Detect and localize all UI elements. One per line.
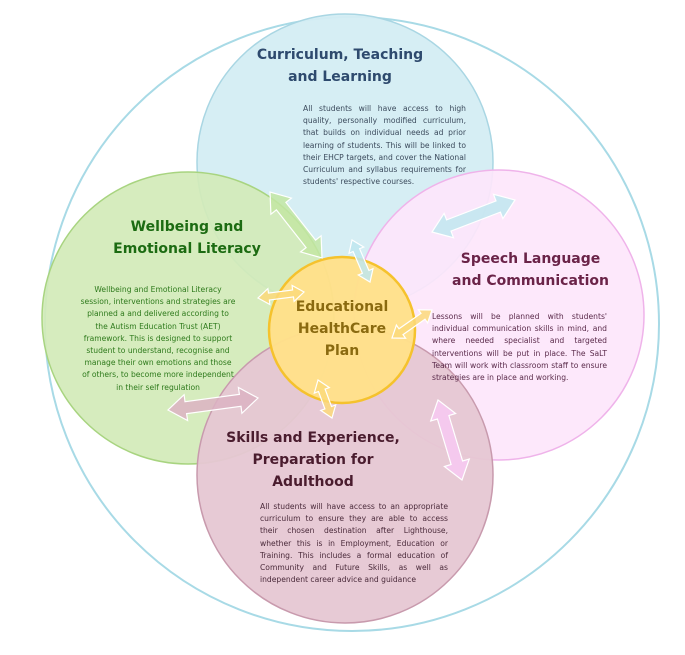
curriculum-description: All students will have access to high qu… xyxy=(303,104,466,187)
wellbeing-description: Wellbeing and Emotional Literacy session… xyxy=(80,285,236,392)
center-skills-arrow xyxy=(313,379,337,419)
center-wellbeing-arrow xyxy=(256,284,306,306)
skills-description: All students will have access to an appr… xyxy=(260,502,448,585)
center-speech-arrow xyxy=(391,309,433,339)
curriculum-title-line: Curriculum, Teaching xyxy=(256,47,424,63)
center-title-line: HealthCare xyxy=(297,321,387,337)
speech-skills-arrow xyxy=(429,399,471,481)
center-circle xyxy=(267,255,417,405)
skills-title-line: Skills and Experience, xyxy=(226,430,400,446)
curriculum-speech-arrow xyxy=(431,193,516,239)
skills-title-line: Adulthood xyxy=(272,474,354,490)
skills-title: Skills and Experience, Preparation for A… xyxy=(218,427,408,493)
wellbeing-title-line: Emotional Literacy xyxy=(113,241,261,257)
curriculum-title: Curriculum, Teaching and Learning xyxy=(225,44,455,88)
center-title: Educational HealthCare Plan xyxy=(272,296,412,362)
speech-description: Lessons will be planned with students' i… xyxy=(432,312,607,383)
speech-title-line: Speech Language xyxy=(460,251,601,267)
speech-title-line: and Communication xyxy=(452,273,609,289)
wellbeing-title-line: Wellbeing and xyxy=(130,219,244,235)
center-curriculum-arrow xyxy=(348,239,374,283)
speech-title: Speech Language and Communication xyxy=(448,248,613,292)
curriculum-title-line: and Learning xyxy=(288,69,392,85)
wellbeing-skills-arrow xyxy=(166,386,260,422)
center-title-line: Educational xyxy=(295,299,389,315)
curriculum-wellbeing-arrow xyxy=(269,191,323,259)
skills-title-line: Preparation for xyxy=(252,452,374,468)
center-title-line: Plan xyxy=(324,343,360,359)
wellbeing-title: Wellbeing and Emotional Literacy xyxy=(92,216,282,260)
